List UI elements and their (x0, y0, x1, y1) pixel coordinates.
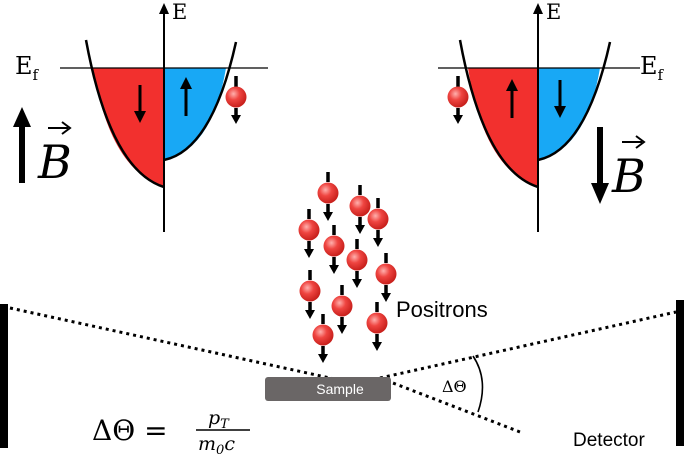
beam-positron (323, 225, 345, 274)
left-spin-up-band (164, 68, 226, 160)
sample-label: Sample (316, 381, 364, 397)
left-fermi-label: Ef (15, 52, 40, 84)
left-energy-axis-arrowhead (159, 3, 169, 14)
beam-positron (367, 198, 389, 247)
beam-positron (331, 285, 353, 334)
left-band-curve-red (84, 39, 165, 189)
right-band-curve-red (458, 39, 539, 189)
left-magnetic-field-label: B (37, 121, 72, 189)
detector-label: Detector (573, 430, 645, 451)
right-red-band-spin-up-arrow (506, 79, 518, 118)
beam-positron (366, 302, 388, 351)
left-band-panel: E Ef B (13, 0, 268, 232)
sample: Sample (265, 377, 391, 401)
right-spin-down-band (538, 68, 600, 160)
left-energy-axis-label: E (172, 0, 187, 24)
angle-arc (472, 355, 484, 413)
positron-beam (298, 172, 397, 363)
angle-label: ΔΘ (442, 377, 467, 396)
formula-numerator: pT (208, 407, 230, 432)
formula-lhs: ΔΘ = (92, 414, 168, 447)
left-detector (0, 304, 8, 448)
beam-positron (317, 172, 339, 221)
right-positron-spin-down (447, 76, 469, 124)
right-magnetic-field-arrow-down (591, 127, 609, 204)
left-band-curve-blue (163, 41, 238, 162)
beam-positron (299, 270, 321, 319)
scattering-geometry: ΔΘ (9, 306, 677, 434)
right-band-panel: E Ef B (438, 0, 665, 232)
positrons-label: Positrons (396, 297, 488, 322)
right-energy-axis-label: E (546, 0, 561, 24)
right-detector (676, 300, 684, 446)
beam-positron (312, 314, 334, 363)
beam-positron (375, 253, 397, 302)
angle-formula: ΔΘ = pT m0c (92, 407, 250, 454)
right-blue-band-spin-down-arrow (554, 80, 566, 118)
right-energy-axis-arrowhead (533, 3, 543, 14)
left-blue-band-spin-up-arrow (180, 77, 192, 116)
svg-text:B: B (611, 149, 646, 203)
formula-denominator: m0c (198, 433, 235, 454)
left-positron-spin-down (225, 76, 247, 124)
right-band-curve-blue (537, 41, 612, 162)
svg-text:B: B (37, 135, 72, 189)
right-spin-up-band (468, 68, 538, 187)
right-magnetic-field-label: B (611, 135, 646, 203)
outgoing-beam-boundary-upper (379, 310, 677, 380)
beam-positron (349, 185, 371, 234)
beam-positron (346, 239, 368, 288)
left-magnetic-field-arrow-up (13, 107, 31, 183)
right-fermi-label: Ef (640, 52, 665, 84)
incoming-beam-boundary-upper (9, 306, 363, 387)
left-red-band-spin-down-arrow (134, 85, 146, 123)
left-spin-down-band (93, 68, 164, 187)
beam-positron (298, 209, 320, 258)
